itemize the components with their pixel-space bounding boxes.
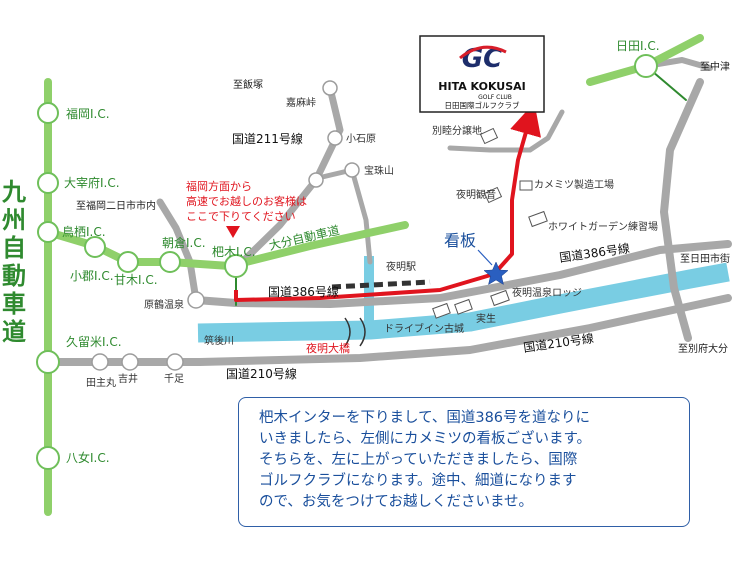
road-to-nakatsu xyxy=(660,78,704,342)
svg-text:自: 自 xyxy=(2,234,26,262)
label-drivein-kojo: ドライブイン古城 xyxy=(384,322,464,335)
label-to-beppu-oita: 至別府大分 xyxy=(678,342,728,355)
label-r210-west: 国道210号線 xyxy=(226,366,297,381)
bridge-mark xyxy=(344,317,366,347)
building-kamemitsu xyxy=(519,180,533,191)
label-yoake-onsen-lodge: 夜明温泉ロッジ xyxy=(512,286,582,299)
label-r211: 国道211号線 xyxy=(232,131,303,146)
ic-nodes xyxy=(36,54,658,470)
node-haki-ic xyxy=(224,254,248,278)
label-to-iizuka: 至飯塚 xyxy=(233,78,263,91)
label-kurume-ic: 久留米I.C. xyxy=(66,335,122,349)
label-to-nakatsu: 至中津 xyxy=(700,60,730,73)
label-hita-ic: 日田I.C. xyxy=(616,39,660,53)
label-betsuho: 別睦分譲地 xyxy=(432,124,482,137)
node-ogori-ic xyxy=(84,236,106,258)
label-harazuru-onsen: 原鶴温泉 xyxy=(144,298,184,311)
label-kamahei: 嘉麻峠 xyxy=(286,96,316,109)
node-r211 xyxy=(308,172,324,188)
road-nodes xyxy=(91,80,360,371)
node-koishiwara xyxy=(327,130,343,146)
label-jissei: 実生 xyxy=(476,312,496,325)
callout-line2: 高速でお越しのお客様は xyxy=(186,194,307,208)
golf-club-logo: GC HITA KOKUSAI GOLF CLUB 日田国際ゴルフクラブ xyxy=(419,35,545,113)
kyushu-expressway-label: 九 州 自 動 車 道 xyxy=(1,178,26,346)
building-jissei xyxy=(454,298,473,315)
label-dazaifu-ic: 大宰府I.C. xyxy=(64,175,120,190)
club-name-jp: 日田国際ゴルフクラブ xyxy=(445,100,520,110)
node-hita-ic xyxy=(634,54,658,78)
svg-text:道: 道 xyxy=(2,318,26,346)
label-koishiwara: 小石原 xyxy=(346,133,376,145)
local-road-to-club xyxy=(447,109,565,153)
futsukaichi-road xyxy=(156,198,200,304)
exit-callout: 福岡方面から 高速でお越しのお客様は ここで下りてください xyxy=(186,179,307,238)
node-harazuru xyxy=(187,291,205,309)
building-lodge xyxy=(490,289,510,307)
label-ogori-ic: 小郡I.C. xyxy=(70,269,114,283)
node-kamahei xyxy=(322,80,338,96)
label-chitose: 千足 xyxy=(164,373,184,385)
label-yoake-bridge: 夜明大橋 xyxy=(306,341,350,355)
svg-text:州: 州 xyxy=(2,206,26,234)
label-yame-ic: 八女I.C. xyxy=(66,450,110,465)
label-to-futsukaichi: 至福岡二日市市内 xyxy=(76,199,156,212)
node-yoshii xyxy=(121,353,139,371)
svg-text:九: 九 xyxy=(1,178,26,206)
node-dazaifu-ic xyxy=(37,172,59,194)
node-tanushimaru xyxy=(91,353,109,371)
label-yoshii: 吉井 xyxy=(118,372,138,385)
label-fukuoka-ic: 福岡I.C. xyxy=(66,106,110,121)
label-r386-west: 国道386号線 xyxy=(268,284,339,299)
label-hojusan: 宝珠山 xyxy=(364,164,394,177)
label-yoake-station: 夜明駅 xyxy=(386,260,416,273)
node-chitose xyxy=(166,353,184,371)
node-hojusan xyxy=(344,162,360,178)
logo-swoosh xyxy=(459,45,507,60)
note-line-3: そちらを、左に上がっていただきましたら、国際 xyxy=(259,452,578,468)
buildings xyxy=(432,127,548,319)
label-tosu-ic: 鳥栖I.C. xyxy=(62,224,106,239)
callout-line3: ここで下りてください xyxy=(186,210,296,223)
building-white-garden xyxy=(528,210,548,228)
label-tanushimaru: 田主丸 xyxy=(86,376,116,389)
label-yoake-kannon: 夜明観音 xyxy=(456,188,496,201)
building-betsuho xyxy=(479,127,499,145)
building-drivein xyxy=(432,302,451,319)
signboard-star-icon xyxy=(483,261,509,286)
svg-text:車: 車 xyxy=(2,290,26,318)
signboard-label: 看板 xyxy=(444,231,476,250)
note-line-5: ので、お気をつけてお越しくださいませ。 xyxy=(259,494,534,510)
label-amagi-ic: 甘木I.C. xyxy=(114,273,158,287)
node-kurume-ic xyxy=(36,350,60,374)
node-tosu-ic xyxy=(37,221,59,243)
node-yame-ic xyxy=(36,446,60,470)
node-asakura-ic xyxy=(159,251,181,273)
label-white-garden: ホワイトガーデン練習場 xyxy=(548,220,658,233)
node-fukuoka-ic xyxy=(37,102,59,124)
directions-note: 杷木インターを下りまして、国道386号を道なりに いきましたら、左側にカメミツの… xyxy=(238,397,690,527)
label-asakura-ic: 朝倉I.C. xyxy=(162,235,206,250)
svg-text:動: 動 xyxy=(2,262,26,290)
callout-line1: 福岡方面から xyxy=(186,179,252,193)
label-chikugo-river: 筑後川 xyxy=(204,334,234,347)
callout-pointer xyxy=(226,226,240,238)
club-name-en: HITA KOKUSAI xyxy=(438,80,525,93)
note-line-2: いきましたら、左側にカメミツの看板ございます。 xyxy=(259,431,592,447)
node-amagi-ic xyxy=(117,251,139,273)
hojusan-road xyxy=(315,167,373,265)
building-yoake-kannon xyxy=(483,186,503,204)
note-line-1: 杷木インターを下りまして、国道386号を道なりに xyxy=(259,410,591,426)
label-kamemitsu: カメミツ製造工場 xyxy=(534,178,614,191)
note-line-4: ゴルフクラブになります。途中、細道になります xyxy=(259,473,577,489)
label-haki-ic: 杷木I.C. xyxy=(212,245,256,259)
railway-line xyxy=(331,279,431,290)
club-sub-en: GOLF CLUB xyxy=(478,94,512,101)
chikugo-river xyxy=(197,262,730,343)
label-to-hita-city: 至日田市街 xyxy=(680,252,730,265)
signboard-pointer xyxy=(477,249,493,266)
